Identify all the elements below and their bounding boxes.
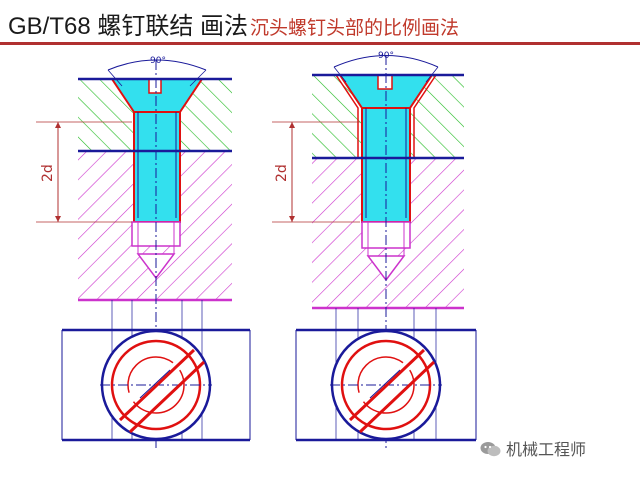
right-dimension-label: 2d	[274, 164, 290, 182]
title-subtitle: 沉头螺钉头部的比例画法	[250, 17, 460, 39]
left-top-view	[61, 328, 251, 442]
left-angle-arc	[107, 59, 207, 71]
title-standard: GB/T68 螺钉联结 画法	[8, 13, 249, 40]
left-assembly-view: 90° 2d	[36, 56, 251, 450]
watermark-text: 机械工程师	[506, 440, 587, 459]
left-screw-slot	[148, 78, 162, 94]
right-assembly-view: 90° 2d	[272, 51, 477, 450]
screw-drawing: 90° 2d	[36, 51, 477, 450]
right-angle-label: 90°	[378, 51, 394, 61]
page-title: GB/T68 螺钉联结 画法沉头螺钉头部的比例画法	[8, 6, 460, 40]
right-top-view	[295, 328, 477, 442]
left-dimension-label: 2d	[40, 164, 56, 182]
left-angle-label: 90°	[150, 56, 166, 66]
title-underline	[0, 42, 640, 45]
right-screw-slot	[377, 74, 393, 90]
watermark: 机械工程师	[480, 436, 586, 462]
right-angle-arc	[333, 55, 439, 68]
wechat-icon	[480, 440, 502, 462]
left-screw-shank	[133, 111, 181, 223]
